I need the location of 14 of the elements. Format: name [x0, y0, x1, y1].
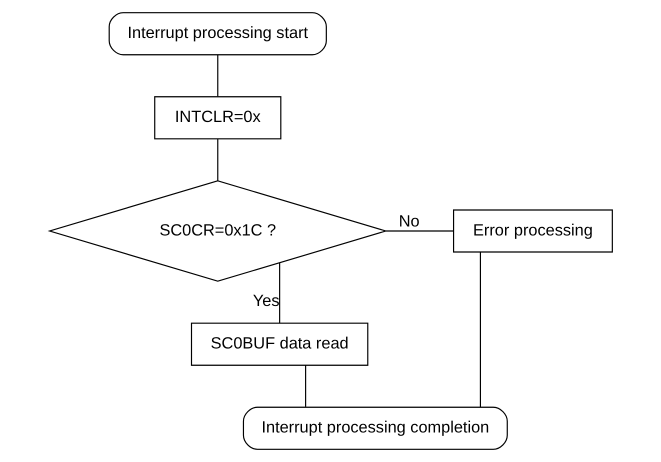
node-box: Interrupt processing completion: [242, 406, 508, 450]
edge-label: No: [398, 212, 420, 231]
node-box: Error processing: [452, 209, 612, 253]
connector: [385, 230, 453, 232]
connector: [479, 252, 480, 408]
node-box: SC0BUF data read: [190, 322, 368, 366]
node-box: Interrupt processing start: [108, 12, 326, 56]
connector: [278, 262, 280, 323]
node-box: INTCLR=0x: [154, 96, 281, 140]
connector: [216, 139, 218, 181]
connector: [304, 365, 306, 407]
edge-label: Yes: [252, 292, 280, 310]
connector: [216, 54, 218, 96]
node-diamond: SC0CR=0x1C ?: [47, 180, 388, 282]
